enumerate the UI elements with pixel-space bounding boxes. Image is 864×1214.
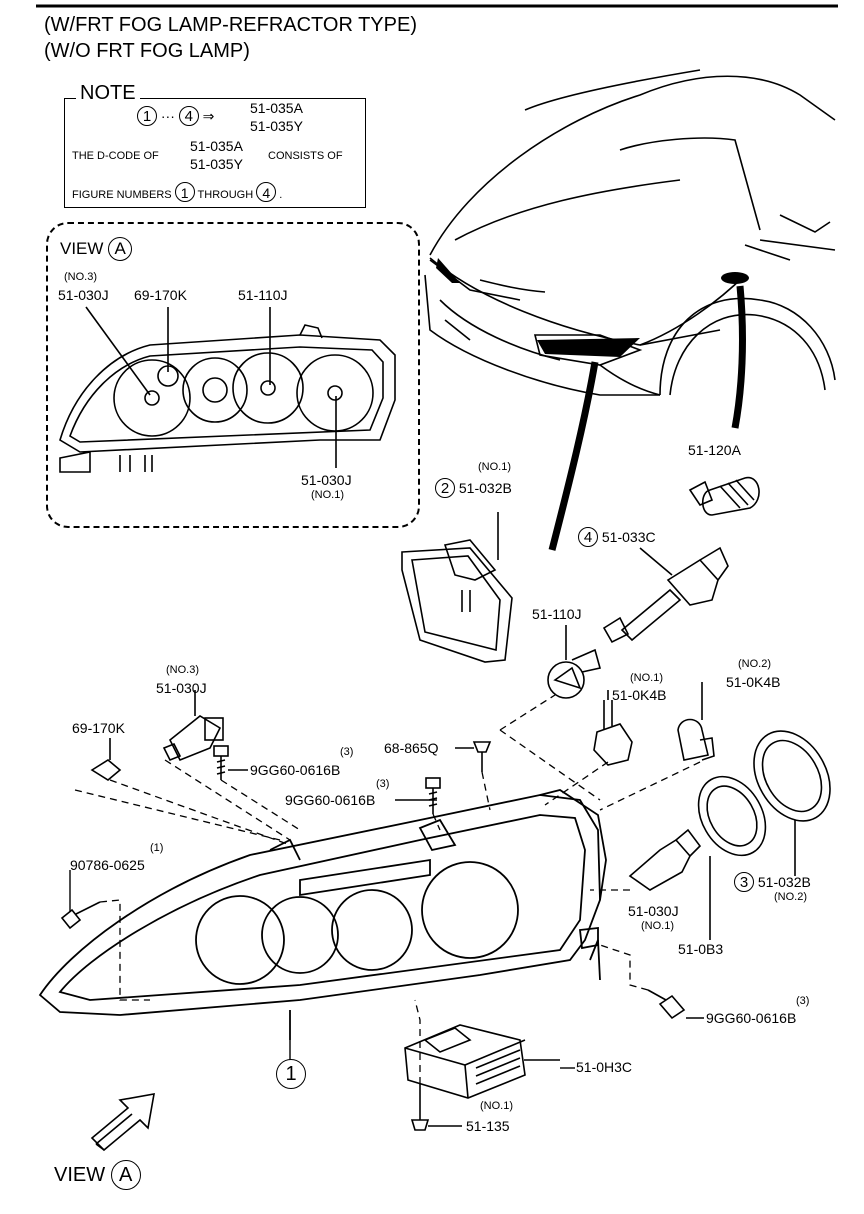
view-part-2-code: 69-170K bbox=[134, 287, 187, 303]
callout-51-033C: 51-033C bbox=[601, 529, 656, 545]
callout-9GG60-a: 9GG60-0616B bbox=[250, 762, 341, 778]
headlamp-bulb-no3 bbox=[162, 690, 224, 762]
view-a-label: VIEW bbox=[60, 239, 104, 258]
note-period: . bbox=[279, 189, 283, 201]
assembly-guide-lines bbox=[74, 694, 701, 1084]
note-code-a: 51-035A bbox=[250, 100, 303, 116]
note-text-prefix: THE D-CODE OF bbox=[72, 150, 159, 162]
figure-1-badge: 1 bbox=[276, 1059, 306, 1089]
note-fig-4: 4 bbox=[256, 182, 277, 202]
note-title: NOTE bbox=[76, 82, 140, 105]
label-leaders bbox=[69, 747, 704, 1127]
title-line-2: (W/O FRT FOG LAMP) bbox=[44, 40, 250, 62]
callout-51-032B-no2: 51-032B bbox=[757, 874, 811, 890]
callout-9GG60-b-qty: (3) bbox=[376, 778, 390, 790]
callout-51-120A: 51-120A bbox=[688, 442, 741, 458]
screws bbox=[60, 741, 686, 1131]
figure-4-badge: 4 bbox=[578, 527, 598, 547]
callout-51-032B-no1: 51-032B bbox=[458, 480, 512, 496]
callout-51-0K4B-no1: 51-0K4B bbox=[612, 687, 667, 703]
callout-51-030J-no1: 51-030J bbox=[628, 903, 679, 919]
figure-1-badge-wrap: 1 bbox=[276, 1059, 306, 1089]
low-beam-bulb-assembly bbox=[628, 730, 831, 940]
callout-51-032B-no1-row: 2 51-032B bbox=[435, 478, 512, 498]
bulb-clips bbox=[593, 682, 715, 766]
figure-number-1: 1 bbox=[137, 106, 157, 126]
callout-51-135: 51-135 bbox=[466, 1118, 510, 1134]
view-part-4-note: (NO.1) bbox=[311, 489, 344, 501]
note-figure-range: 1 ··· 4 ⇒ bbox=[137, 106, 214, 126]
view-part-1-code: 51-030J bbox=[58, 287, 109, 303]
note-figure-numbers-row: FIGURE NUMBERS 1 THROUGH 4 . bbox=[72, 182, 282, 202]
callout-51-135-note: (NO.1) bbox=[480, 1100, 513, 1112]
callout-51-030J-no1-note: (NO.1) bbox=[641, 920, 674, 932]
view-arrow bbox=[90, 1093, 155, 1152]
note-arrow: ⇒ bbox=[202, 108, 215, 124]
callout-51-0H3C: 51-0H3C bbox=[576, 1059, 633, 1075]
figure-2-badge: 2 bbox=[435, 478, 455, 498]
callout-90786: 90786-0625 bbox=[70, 857, 145, 873]
callout-51-0K4B-no1-note: (NO.1) bbox=[630, 672, 663, 684]
callout-90786-qty: (1) bbox=[150, 842, 164, 854]
footer-view-letter: A bbox=[110, 1160, 141, 1190]
side-marker-lamp bbox=[688, 477, 760, 516]
headlamp-bulb-cover bbox=[401, 512, 513, 663]
callout-9GG60-c-qty: (3) bbox=[796, 995, 810, 1007]
callout-9GG60-c: 9GG60-0616B bbox=[706, 1010, 797, 1026]
callout-51-030J-no3: 51-030J bbox=[156, 680, 207, 696]
view-a-headlamp bbox=[59, 306, 396, 473]
callout-51-032B-no2-row: 3 51-032B bbox=[734, 872, 811, 892]
note-dots: ··· bbox=[160, 108, 175, 124]
view-part-1-note: (NO.3) bbox=[64, 271, 97, 283]
title-line-1: (W/FRT FOG LAMP-REFRACTOR TYPE) bbox=[44, 14, 417, 36]
callout-9GG60-a-qty: (3) bbox=[340, 746, 354, 758]
side-bulb bbox=[90, 738, 122, 781]
callout-51-0B3: 51-0B3 bbox=[678, 941, 724, 957]
callout-68-865Q: 68-865Q bbox=[384, 740, 439, 756]
callout-51-0K4B-no2-note: (NO.2) bbox=[738, 658, 771, 670]
callout-51-110J: 51-110J bbox=[532, 606, 582, 622]
note-figure-numbers-label: FIGURE NUMBERS bbox=[72, 189, 172, 201]
figure-3-badge: 3 bbox=[734, 872, 754, 892]
callout-51-032B-no2-note: (NO.2) bbox=[774, 891, 807, 903]
callout-51-0K4B-no2: 51-0K4B bbox=[726, 674, 781, 690]
note-fig-1: 1 bbox=[174, 182, 195, 202]
note-text-consists: CONSISTS OF bbox=[268, 150, 343, 162]
view-a-heading: VIEW A bbox=[60, 237, 133, 261]
note-through: THROUGH bbox=[197, 189, 254, 201]
note-code-y: 51-035Y bbox=[250, 118, 303, 134]
callout-51-033C-row: 4 51-033C bbox=[578, 527, 656, 547]
note-box bbox=[64, 98, 366, 208]
turn-signal-bulb-socket bbox=[602, 546, 729, 644]
view-a-box bbox=[46, 222, 420, 528]
main-headlamp-assembly bbox=[38, 789, 607, 1040]
note-text-code-y: 51-035Y bbox=[190, 156, 243, 172]
hid-ballast bbox=[404, 1024, 560, 1099]
footer-view-a: VIEW A bbox=[54, 1160, 141, 1190]
view-part-4-code: 51-030J bbox=[301, 472, 352, 488]
callout-69-170K: 69-170K bbox=[72, 720, 125, 736]
callout-9GG60-b: 9GG60-0616B bbox=[285, 792, 376, 808]
view-part-3-code: 51-110J bbox=[238, 287, 288, 303]
callout-51-030J-no3-note: (NO.3) bbox=[166, 664, 199, 676]
parking-bulb bbox=[547, 625, 601, 699]
callout-51-032B-no1-note: (NO.1) bbox=[478, 461, 511, 473]
footer-view-label: VIEW bbox=[54, 1164, 106, 1186]
note-text-code-a: 51-035A bbox=[190, 138, 243, 154]
view-a-letter: A bbox=[108, 237, 133, 261]
figure-number-4: 4 bbox=[178, 106, 199, 126]
